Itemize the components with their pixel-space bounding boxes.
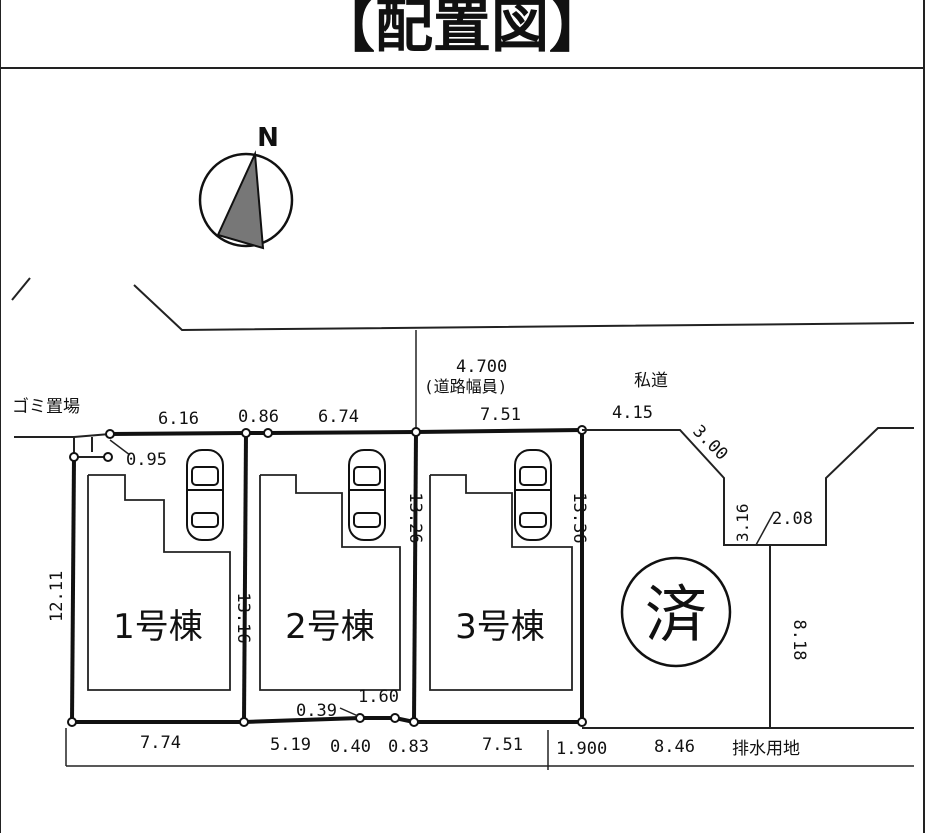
private-road-label: 私道 — [634, 371, 668, 391]
dim-bot-7-51: 7.51 — [482, 735, 523, 755]
building-label-2: 2号棟 — [285, 607, 375, 647]
car-icon — [514, 449, 552, 541]
dim-bot-0-83: 0.83 — [388, 737, 429, 757]
dim-v-3-16: 3.16 — [733, 503, 752, 542]
building-label-3: 3号棟 — [455, 607, 545, 647]
dim-top-0-86: 0.86 — [238, 407, 279, 427]
private-road-outline — [582, 427, 914, 729]
front-boundary — [14, 433, 111, 458]
dim-bot-1-900: 1.900 — [556, 739, 607, 759]
dim-top-6-74: 6.74 — [318, 407, 359, 427]
north-arrow-icon — [216, 150, 265, 250]
dim-bot-5-19: 5.19 — [270, 735, 311, 755]
road-curb-lines — [11, 277, 915, 332]
sold-mark: 済 — [620, 556, 732, 668]
garbage-label: ゴミ置場 — [12, 396, 80, 417]
lot-boundaries — [70, 428, 584, 724]
dim-diag-3-00: 3.00 — [688, 421, 731, 464]
building-outline-1 — [87, 474, 231, 691]
dim-bot-0-40: 0.40 — [330, 737, 371, 757]
car-icon — [348, 449, 386, 541]
dim-v-12-11: 12.11 — [47, 571, 67, 622]
building-outline-3 — [429, 474, 573, 691]
sold-label: 済 — [645, 578, 707, 651]
building-footprints — [87, 474, 573, 691]
page-title: 【配置図】 — [317, 0, 607, 60]
drain-label: 排水用地 — [732, 739, 800, 759]
road-width-value: 4.700 — [456, 357, 507, 377]
building-outline-2 — [259, 474, 401, 691]
dim-top-7-51: 7.51 — [480, 405, 521, 425]
dim-2-08: 2.08 — [772, 509, 813, 529]
car-icons — [186, 449, 552, 541]
dim-bot-8-46: 8.46 — [654, 737, 695, 757]
dim-0-95: 0.95 — [126, 450, 167, 470]
north-compass: N — [198, 123, 294, 250]
bottom-dimension-lines — [65, 728, 914, 770]
dim-0-95-leader — [109, 439, 131, 456]
road-width-label: (道路幅員) — [424, 377, 507, 396]
north-label: N — [257, 123, 279, 153]
dim-bot-7-74: 7.74 — [140, 733, 181, 753]
dim-v-13-16: 13.16 — [233, 592, 253, 643]
dim-top-6-16: 6.16 — [158, 409, 199, 429]
dim-top-4-15: 4.15 — [612, 403, 653, 423]
dim-v-13-26: 13.26 — [405, 492, 425, 543]
dim-0-39-leader — [339, 707, 359, 717]
dim-v-8-18: 8.18 — [789, 620, 809, 661]
dim-v-13-36: 13.36 — [569, 492, 589, 543]
car-icon — [186, 449, 224, 541]
dim-0-39: 0.39 — [296, 701, 337, 721]
lot-vertices — [67, 425, 587, 727]
building-label-1: 1号棟 — [113, 607, 203, 647]
dim-1-60: 1.60 — [358, 687, 399, 707]
dim-2-08-leader — [755, 511, 775, 546]
